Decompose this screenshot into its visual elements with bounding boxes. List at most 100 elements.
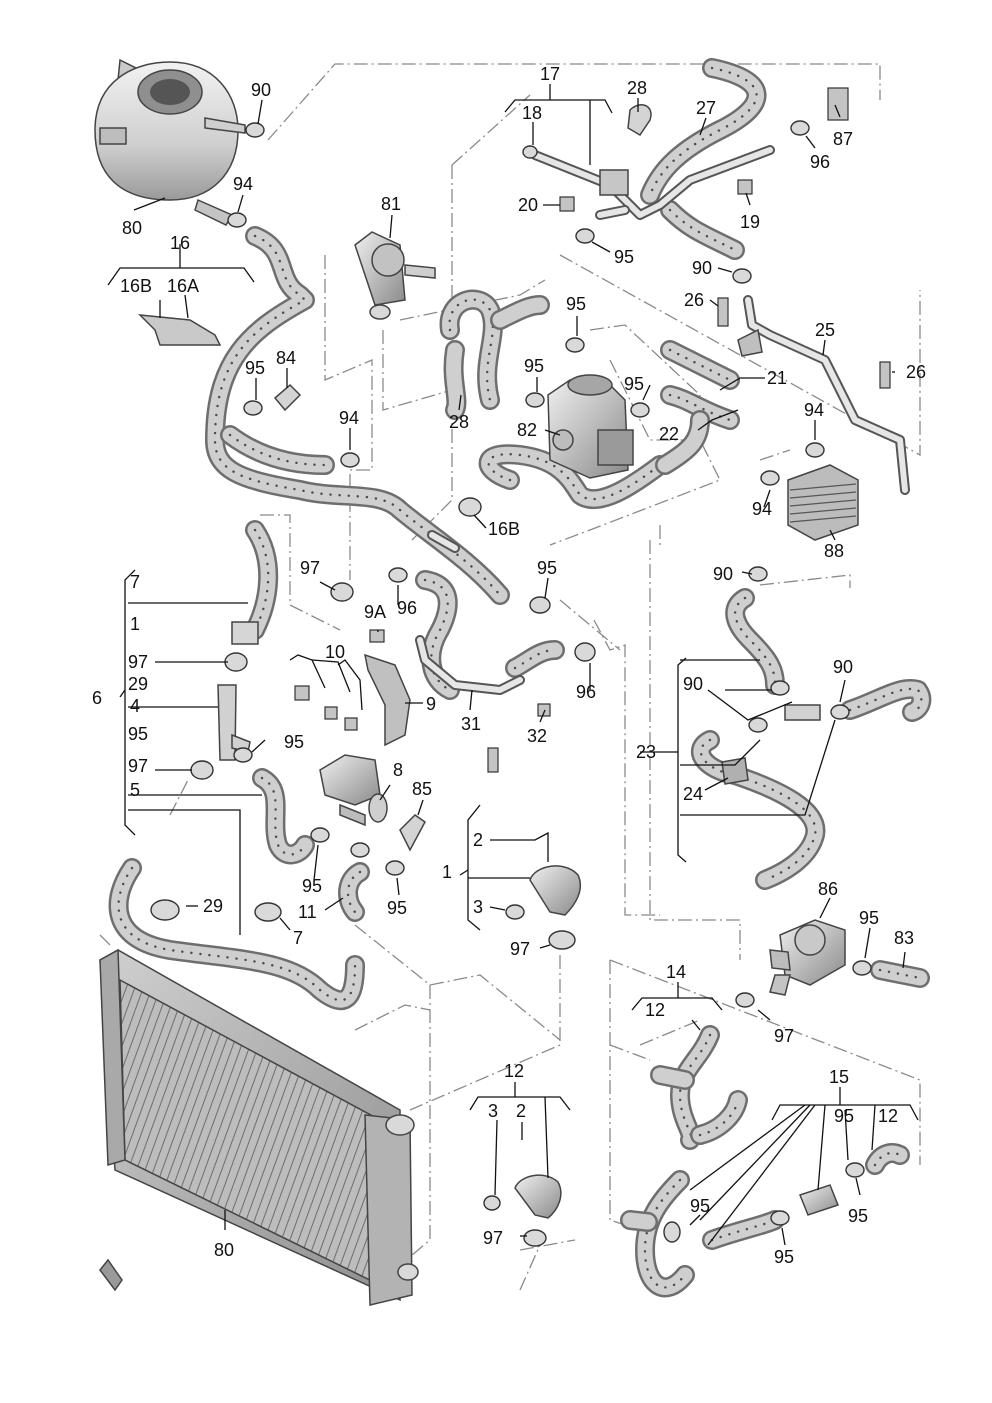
callout-97-right: 97 (774, 1026, 794, 1046)
callout-16b: 16B (120, 276, 152, 296)
callout-16b-clip: 16B (488, 519, 520, 539)
callout-87: 87 (833, 129, 853, 149)
callout-97-elbow12: 97 (483, 1228, 503, 1248)
callout-81-valve: 81 (381, 194, 401, 214)
callout-7-clamp: 7 (293, 928, 303, 948)
aux-pump-8 (319, 754, 388, 827)
callout-97-elbow: 97 (510, 939, 530, 959)
callout-95-group15-bottom: 95 (774, 1247, 794, 1267)
callout-17: 17 (540, 64, 560, 84)
callout-7-upper: 7 (130, 572, 140, 592)
thermostat-86 (769, 919, 846, 996)
callout-23-group: 23 (636, 742, 656, 762)
callout-94-cooler-top: 94 (804, 400, 824, 420)
callout-9a: 9A (364, 602, 386, 622)
callout-8-pump: 8 (393, 760, 403, 780)
callout-22: 22 (659, 424, 679, 444)
callout-3-b: 3 (488, 1101, 498, 1121)
valve-81 (354, 231, 436, 320)
hose-network (108, 58, 932, 1298)
callout-labels: 90 80 94 16 16B 16A 81 95 84 94 17 18 28… (92, 64, 926, 1267)
callout-1-group: 1 (442, 862, 452, 882)
callout-27-hose: 27 (696, 98, 716, 118)
callout-2-a: 2 (473, 830, 483, 850)
callout-94-cooler-left: 94 (752, 499, 772, 519)
callout-95-group15-mid: 95 (690, 1196, 710, 1216)
callout-95-thermostat: 95 (859, 908, 879, 928)
callout-18: 18 (522, 103, 542, 123)
callout-95-t-piece: 95 (284, 732, 304, 752)
callout-10: 10 (325, 642, 345, 662)
callout-88-oil-cooler: 88 (824, 541, 844, 561)
callout-1-upper: 1 (130, 614, 140, 634)
callout-24: 24 (683, 784, 703, 804)
callout-2-b: 2 (516, 1101, 526, 1121)
callout-90-group23-a: 90 (683, 674, 703, 694)
callout-90-group23-b: 90 (833, 657, 853, 677)
small-parts (137, 104, 839, 1219)
callout-16-hose-assembly: 16 (170, 233, 190, 253)
callout-95-pump-left: 95 (524, 356, 544, 376)
leader-lines (107, 84, 919, 1246)
callout-80-radiator: 80 (214, 1240, 234, 1260)
callout-82-pump: 82 (517, 420, 537, 440)
callout-90-top-right: 90 (692, 258, 712, 278)
callout-6-group: 6 (92, 688, 102, 708)
callout-94-tank-outlet: 94 (233, 174, 253, 194)
callout-11: 11 (298, 902, 317, 922)
callout-95-pump8-a: 95 (302, 876, 322, 896)
expansion-tank (94, 58, 246, 226)
callout-80-expansion-tank: 80 (122, 218, 142, 238)
callout-86-thermostat: 86 (818, 879, 838, 899)
callout-95-upper-hose: 95 (537, 558, 557, 578)
callout-96-mid: 96 (397, 598, 417, 618)
callout-26-a: 26 (684, 290, 704, 310)
callout-95-left: 95 (245, 358, 265, 378)
callout-95-group6: 95 (128, 724, 148, 744)
callout-28-clip: 28 (627, 78, 647, 98)
callout-85: 85 (412, 779, 432, 799)
pump-82 (547, 374, 634, 479)
callout-96-top: 96 (810, 152, 830, 172)
callout-14: 14 (666, 962, 686, 982)
callout-31-pipe: 31 (461, 714, 481, 734)
callout-29-upper: 29 (128, 674, 148, 694)
callout-95-pump-right: 95 (624, 374, 644, 394)
callout-32: 32 (527, 726, 547, 746)
callout-94-mid: 94 (339, 408, 359, 428)
callout-95-top: 95 (614, 247, 634, 267)
callout-3-a: 3 (473, 897, 483, 917)
callout-90-tank-clamp: 90 (251, 80, 271, 100)
callout-83: 83 (894, 928, 914, 948)
callout-97-clamp: 97 (300, 558, 320, 578)
callout-95-pump8-b: 95 (387, 898, 407, 918)
callout-12-group14: 12 (645, 1000, 665, 1020)
oil-cooler-88 (787, 464, 859, 541)
callout-97-upper: 97 (128, 652, 148, 672)
callout-25-pipe: 25 (815, 320, 835, 340)
callout-29-clamp: 29 (203, 896, 223, 916)
callout-95-group15-right: 95 (848, 1206, 868, 1226)
callout-96-right: 96 (576, 682, 596, 702)
callout-21: 21 (767, 368, 787, 388)
callout-28-hose: 28 (449, 412, 469, 432)
callout-16a: 16A (167, 276, 199, 296)
callout-4: 4 (130, 696, 140, 716)
callout-15-group: 15 (829, 1067, 849, 1087)
callout-95-group15-top: 95 (834, 1106, 854, 1126)
hose-clamps (150, 120, 872, 1247)
callout-84: 84 (276, 348, 296, 368)
callout-95-pump-top: 95 (566, 294, 586, 314)
rigid-pipes (415, 145, 910, 695)
callout-26-b: 26 (906, 362, 926, 382)
callout-97-lower: 97 (128, 756, 148, 776)
callout-19: 19 (740, 212, 760, 232)
callout-20: 20 (518, 195, 538, 215)
radiator (99, 948, 419, 1306)
callout-90-hose23: 90 (713, 564, 733, 584)
callout-12-group15: 12 (878, 1106, 898, 1126)
callout-12-group: 12 (504, 1061, 524, 1081)
bolts (294, 87, 891, 773)
callout-5: 5 (130, 780, 140, 800)
